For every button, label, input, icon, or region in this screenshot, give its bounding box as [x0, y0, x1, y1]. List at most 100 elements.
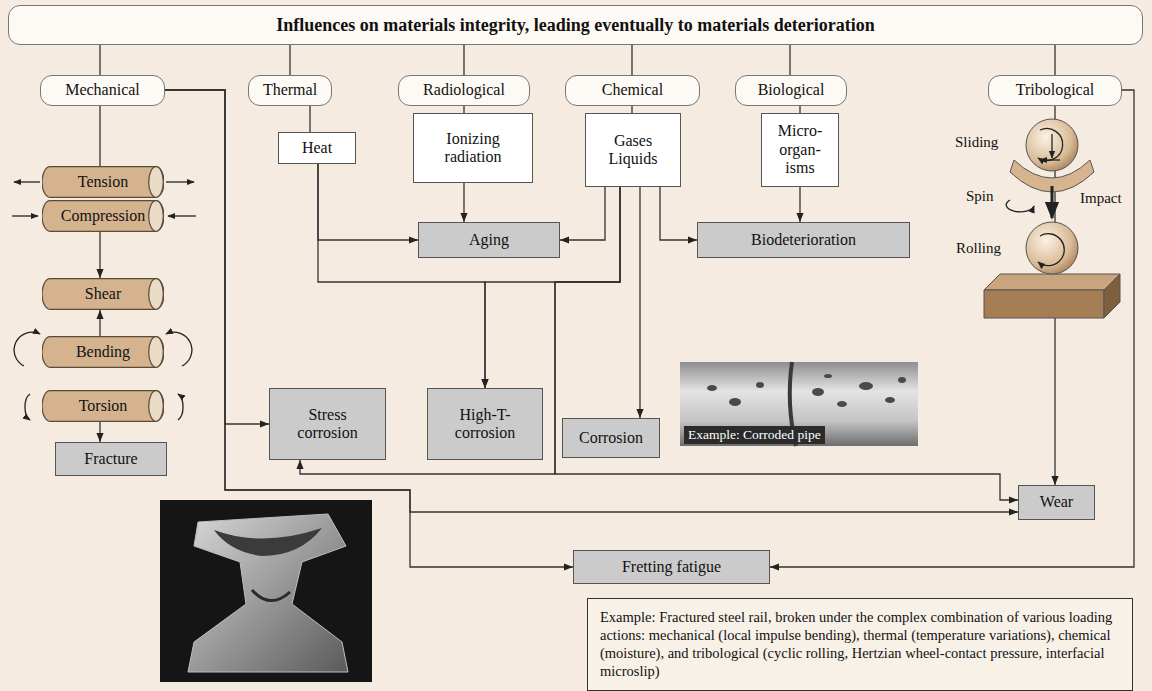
rolling-arrow [1038, 234, 1064, 266]
category-box: Tribological [988, 75, 1122, 106]
node-label: Stress corrosion [278, 406, 377, 443]
rotation-arrow [1038, 129, 1063, 161]
category-box: Chemical [565, 75, 700, 106]
photo-ground [160, 500, 372, 682]
node-label: Ionizing radiation [422, 130, 524, 167]
tension-arrow [14, 181, 40, 182]
connector [639, 187, 640, 418]
load-cylinder: Torsion [42, 390, 164, 422]
node-label: Bending [76, 343, 130, 361]
tension-arrow [166, 181, 194, 182]
node-label: Biodeterioration [751, 231, 856, 249]
impact-arrow [1051, 186, 1054, 218]
connector [289, 45, 290, 75]
category-box: Biological [735, 75, 847, 106]
node-label: Thermal [263, 81, 317, 99]
load-cylinder: Tension [42, 166, 164, 198]
fracture-line [252, 590, 290, 601]
pit [898, 377, 906, 383]
title-band: Influences on materials integrity, leadi… [8, 5, 1143, 45]
load-cylinder: Compression [42, 200, 164, 232]
connector [631, 45, 632, 75]
annotation-label: Impact [1080, 190, 1122, 207]
effect-box: High-T- corrosion [427, 388, 543, 460]
load-cylinder: Bending [42, 336, 164, 368]
connector [318, 164, 485, 388]
connector [660, 187, 697, 240]
category-box: Thermal [248, 75, 332, 106]
connector [165, 90, 573, 567]
effect-box: Stress corrosion [269, 388, 386, 460]
normal-force-arrow [1051, 134, 1052, 158]
corrosion-pits [707, 374, 906, 407]
example-note: Example: Fractured steel rail, broken un… [587, 598, 1133, 691]
rail-section [188, 514, 348, 672]
connector [99, 106, 100, 166]
connector [463, 45, 464, 75]
corroded-pipe-photo [680, 362, 918, 446]
annotation-label: Sliding [955, 134, 998, 151]
annotation-label: Spin [966, 188, 994, 205]
image-caption: Example: Corroded pipe [684, 426, 825, 444]
connector [485, 187, 620, 388]
spin-arrow [1006, 200, 1034, 212]
pipe-body [680, 362, 918, 446]
pit [859, 382, 873, 390]
node-label: Chemical [602, 81, 663, 99]
load-cylinder: Shear [42, 278, 164, 310]
node-label: Mechanical [65, 81, 140, 99]
connector [555, 187, 1018, 500]
effect-box: Aging [418, 222, 560, 258]
connector [799, 187, 800, 222]
torsion-arrow [178, 394, 183, 420]
node-label: Fracture [84, 450, 137, 468]
connector [463, 183, 464, 222]
connector [463, 106, 464, 113]
bending-arrow [166, 332, 192, 366]
effect-box: Wear [1018, 485, 1095, 520]
tribology-figure [984, 119, 1120, 318]
node-label: Tribological [1016, 81, 1095, 99]
pit [756, 382, 764, 388]
node-label: Aging [469, 231, 509, 249]
connector [631, 106, 632, 113]
pit [837, 401, 847, 407]
connector [309, 106, 310, 132]
connector [99, 310, 100, 336]
slide-arrow [1040, 159, 1060, 160]
node-label: Biological [758, 81, 825, 99]
connector [1054, 45, 1055, 75]
effect-box: Corrosion [562, 418, 660, 458]
connector [99, 422, 100, 442]
compression-arrow [168, 215, 196, 216]
connector [165, 90, 1018, 512]
agent-box: Ionizing radiation [413, 113, 533, 183]
node-label: Radiological [423, 81, 505, 99]
connector [318, 164, 418, 240]
pit [885, 397, 895, 403]
cylinder-end [149, 391, 164, 422]
cylinder-end [149, 201, 164, 232]
connector [789, 45, 790, 75]
load-arrows [12, 182, 196, 420]
connector [165, 90, 269, 424]
node-label: Compression [61, 207, 145, 225]
pit [812, 388, 824, 396]
category-box: Radiological [398, 75, 530, 106]
node-label: Example: Fractured steel rail, broken un… [600, 608, 1120, 681]
category-box: Mechanical [40, 75, 165, 106]
connector [799, 106, 800, 113]
agent-box: Gases Liquids [585, 113, 681, 187]
fractured-rail-photo [160, 500, 372, 682]
cylinder-body [42, 391, 164, 422]
effect-box: Biodeterioration [697, 222, 910, 258]
cylinder-body [42, 279, 164, 310]
annotation-label: Rolling [956, 240, 1001, 257]
node-label: Shear [85, 285, 121, 303]
cylinder-end [149, 337, 164, 368]
pit [824, 374, 832, 378]
block-side [1104, 274, 1120, 318]
effect-box: Fretting fatigue [573, 550, 770, 584]
node-label: High-T- corrosion [436, 406, 534, 443]
